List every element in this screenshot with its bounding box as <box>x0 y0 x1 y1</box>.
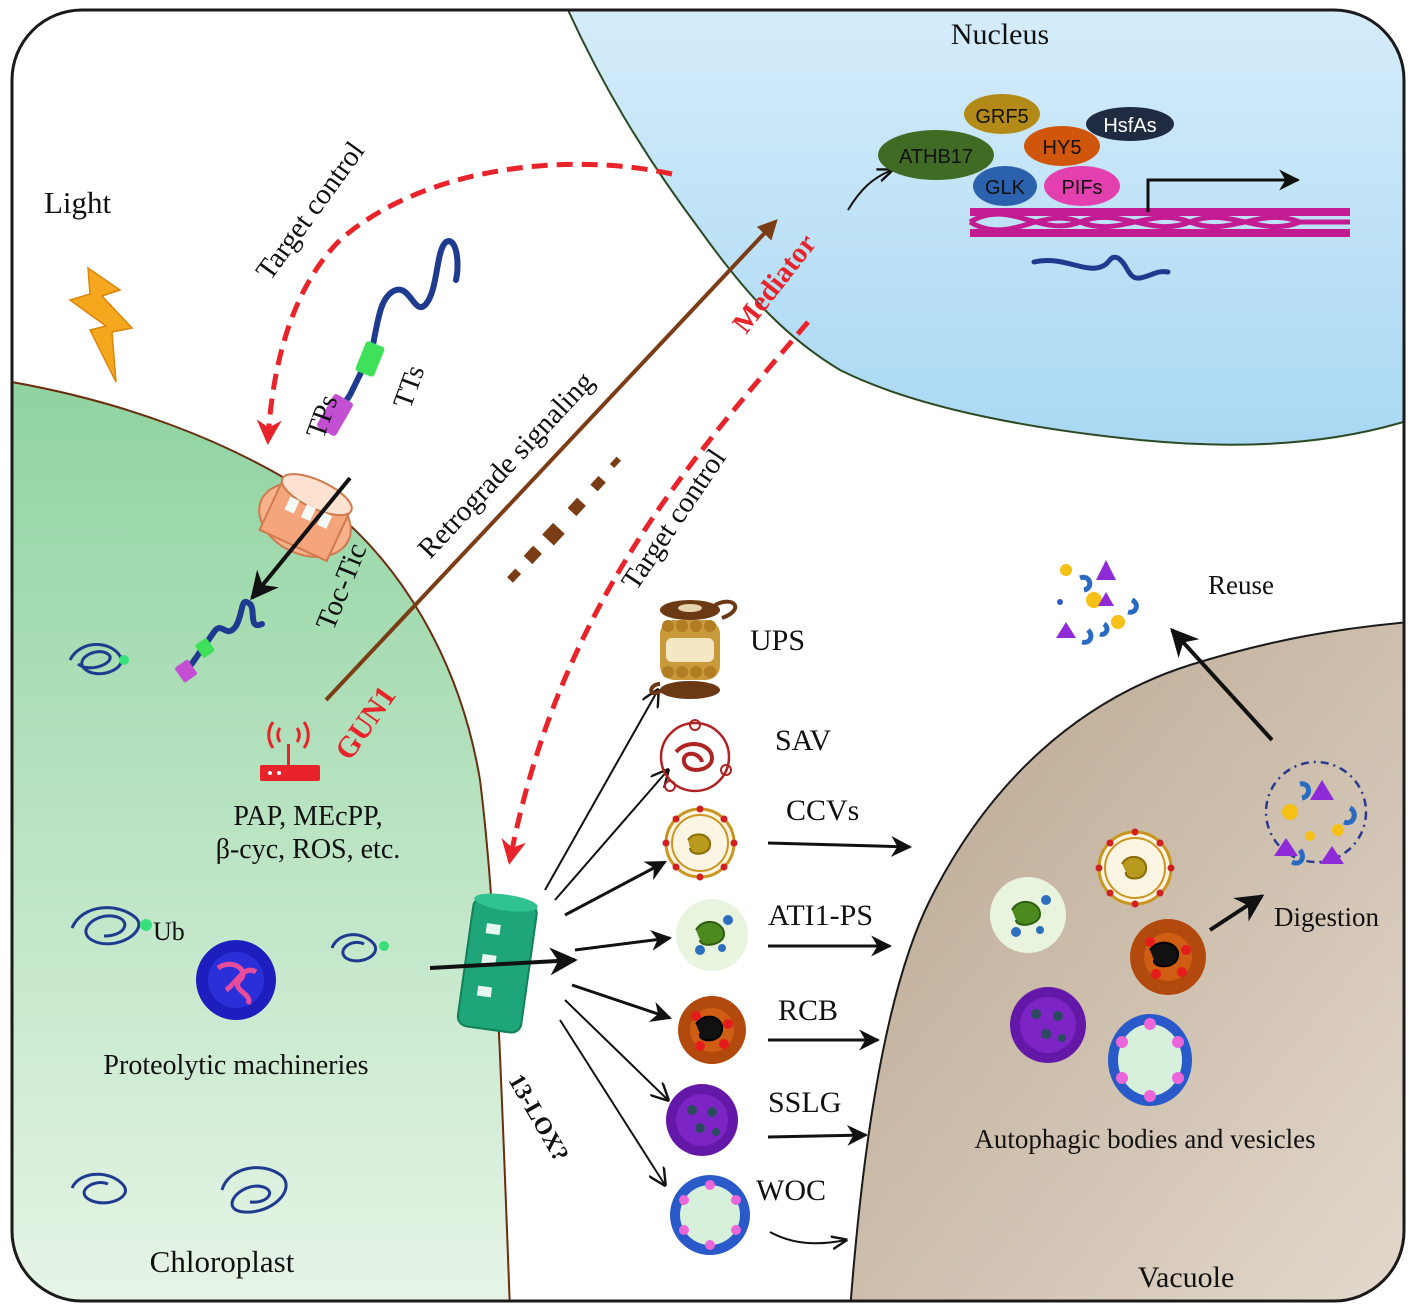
ub-label: Ub <box>153 917 185 946</box>
proteasome-sphere-icon <box>196 940 276 1020</box>
vacuole-compartment <box>848 620 1404 1301</box>
chloroplast-compartment <box>12 378 512 1301</box>
mrna-transcript <box>1031 254 1171 281</box>
rcb-label: RCB <box>778 994 838 1027</box>
vacuole-woc-body <box>1108 1014 1192 1106</box>
protein-tangle <box>70 906 141 946</box>
imported-protein <box>175 599 265 683</box>
ccvs-to-vacuole-arrow <box>767 835 913 857</box>
hy5-label: HY5 <box>1043 137 1082 159</box>
arrow-to-ati1 <box>574 929 673 952</box>
ub-tag <box>379 941 389 951</box>
pifs-factor <box>1044 166 1120 206</box>
hy5-factor <box>1024 126 1100 166</box>
protein-tangle <box>70 1172 127 1205</box>
target-control-arrow-mid <box>501 320 810 865</box>
ccvs-label: CCVs <box>786 794 859 827</box>
vacuole-sslg-body <box>1010 987 1086 1063</box>
ati1-ps-body-icon <box>676 899 748 971</box>
reuse-arrow <box>1170 627 1274 742</box>
grf5-label: GRF5 <box>975 106 1028 128</box>
ups-label: UPS <box>750 624 805 657</box>
precursor-protein <box>317 238 461 436</box>
hsfas-factor <box>1086 107 1174 141</box>
signals-line2: β-cyc, ROS, etc. <box>216 834 401 865</box>
vacuole-ccv-body <box>1095 828 1175 908</box>
pathway-arrows <box>544 690 673 1185</box>
retrograde-signaling-arrow <box>324 219 778 702</box>
arrow-to-ups <box>544 690 658 891</box>
athb17-label: ATHB17 <box>899 146 973 168</box>
import-arrow <box>250 476 352 601</box>
toc-tic-translocon <box>258 473 353 563</box>
signals-line1: PAP, MEcPP, <box>233 801 382 832</box>
hsfas-label: HsfAs <box>1103 115 1156 137</box>
lightning-icon <box>68 266 134 383</box>
protein-tangles <box>68 643 378 1214</box>
protein-tangle <box>330 933 378 963</box>
vacuole-rcb-body <box>1130 919 1206 995</box>
reuse-label: Reuse <box>1208 570 1274 600</box>
export-arrow <box>429 947 578 976</box>
woc-to-vacuole-arrow <box>769 1231 846 1243</box>
ccv-vesicle-icon <box>662 805 738 881</box>
digestion-label: Digestion <box>1274 902 1379 932</box>
rcb-body-icon <box>678 996 746 1064</box>
transcription-factor-cluster: GRF5 HsfAs ATHB17 HY5 GLK PIFs <box>878 94 1350 281</box>
proteolytic-label: Proteolytic machineries <box>103 1050 368 1081</box>
glk-factor <box>973 166 1037 206</box>
arrow-to-rcb <box>571 983 672 1022</box>
brown-dashed-signal <box>507 456 622 583</box>
athb17-factor <box>878 130 994 180</box>
ati1-ps-label: ATI1-PS <box>768 899 873 932</box>
vacuole-label: Vacuole <box>1138 1261 1235 1294</box>
sslg-body-icon <box>666 1084 738 1156</box>
woc-body-icon <box>670 1175 750 1255</box>
woc-label: WOC <box>756 1174 826 1207</box>
chloroplast-label: Chloroplast <box>150 1244 295 1279</box>
ub-tag <box>140 919 152 931</box>
digestion-arrow <box>1208 894 1265 932</box>
protein-tangle <box>220 1166 288 1214</box>
target-control-arrow-top <box>256 161 673 445</box>
arrow-to-woc <box>559 1019 665 1185</box>
transcription-start-arrow <box>1146 169 1301 212</box>
sslg-to-vacuole-arrow <box>767 1124 869 1146</box>
sav-label: SAV <box>775 724 831 757</box>
arrow-to-sslg <box>564 999 668 1100</box>
pifs-label: PIFs <box>1061 177 1102 199</box>
sslg-label: SSLG <box>768 1086 841 1119</box>
ub-tag <box>119 655 129 665</box>
diagram-frame <box>10 8 1406 1303</box>
reuse-molecules-icon <box>1056 560 1139 645</box>
autophagic-label: Autophagic bodies and vesicles <box>974 1124 1315 1154</box>
protein-tangle <box>68 643 123 676</box>
sav-vesicle-icon <box>659 719 732 793</box>
nucleus-label: Nucleus <box>951 18 1049 51</box>
grf5-factor <box>964 94 1040 134</box>
light-label: Light <box>44 185 112 220</box>
ups-proteasome-icon <box>649 599 738 699</box>
vacuole-ati1-body <box>990 877 1066 953</box>
mediator-arrow <box>847 170 892 211</box>
gun1-router-icon <box>260 721 320 781</box>
arrow-to-ccvs <box>564 860 667 917</box>
arrow-to-sav <box>554 770 668 901</box>
digestion-vesicle-icon <box>1264 760 1368 866</box>
glk-label: GLK <box>985 177 1026 199</box>
